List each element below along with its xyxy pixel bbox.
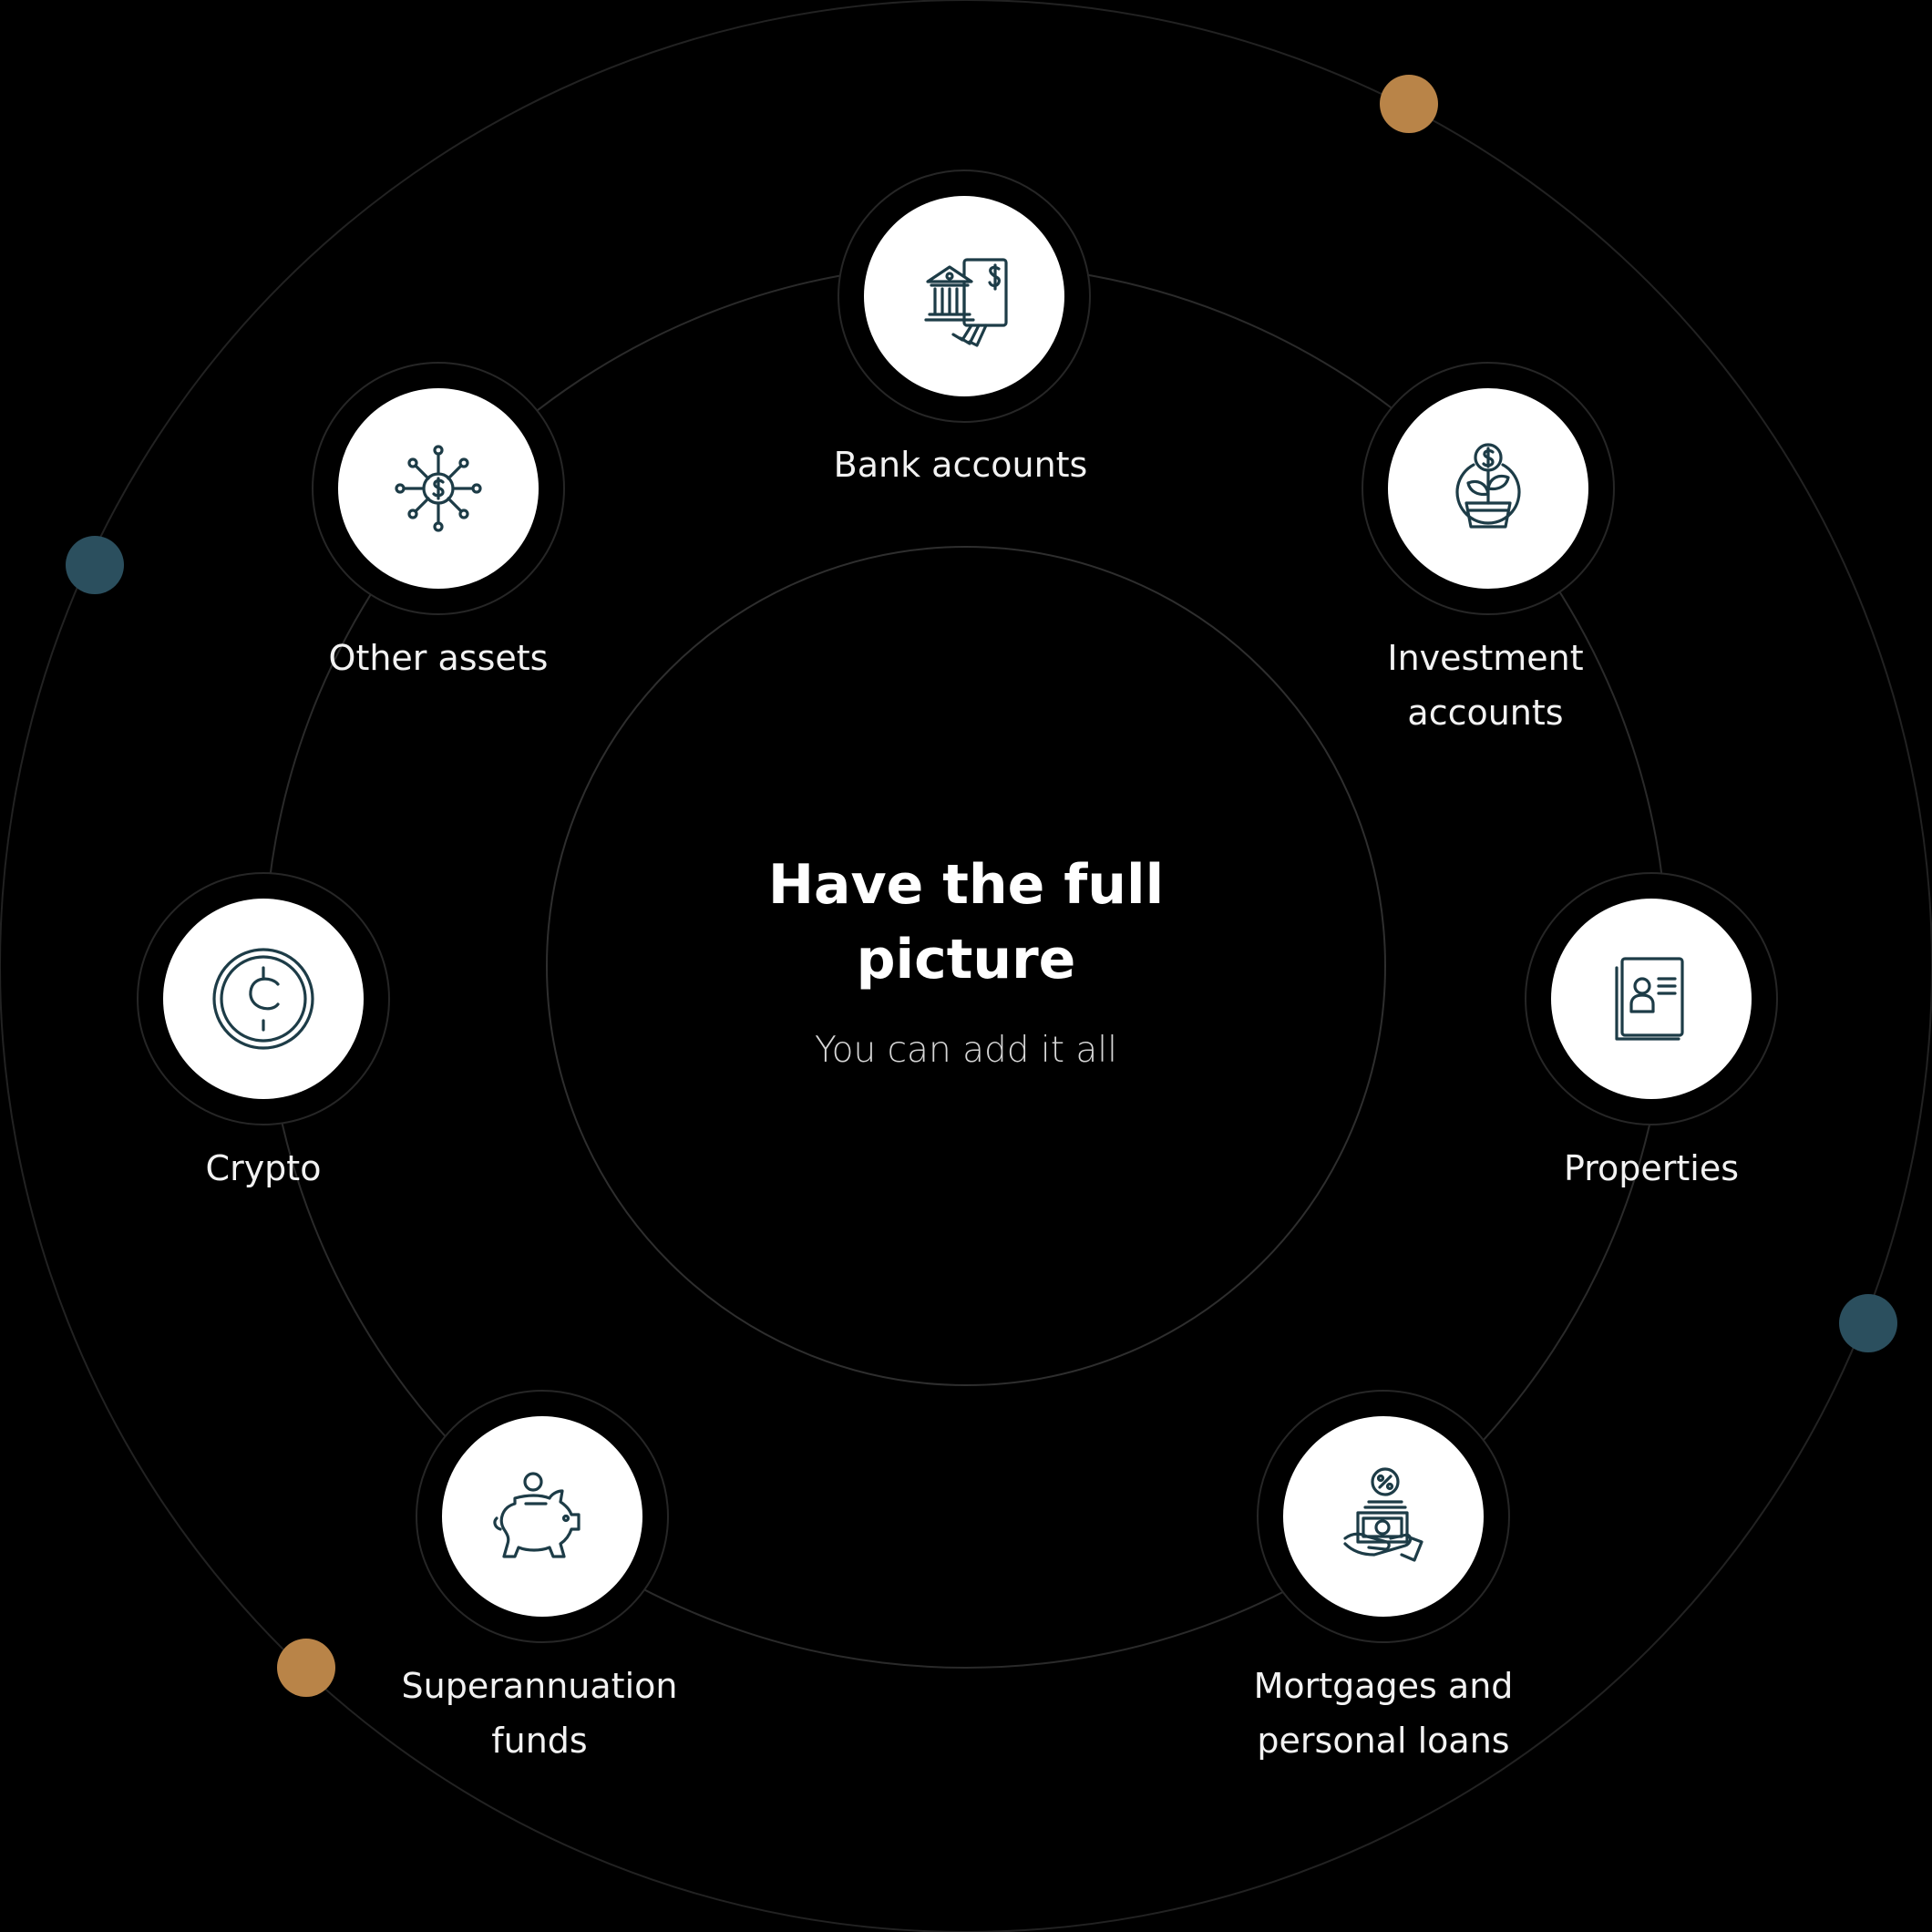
accent-dot-teal-left — [66, 536, 124, 594]
piggy-bank-icon — [488, 1462, 597, 1571]
accent-dot-orange-bottom — [277, 1639, 335, 1697]
inner-orbit-ring — [546, 546, 1386, 1386]
asset-network-icon — [384, 434, 493, 543]
node-label-crypto: Crypto — [205, 1148, 322, 1188]
crypto-coin-icon — [209, 944, 318, 1053]
bank-icon — [909, 242, 1019, 351]
property-document-icon — [1597, 944, 1706, 1053]
page-subtitle: You can add it all — [815, 1030, 1117, 1071]
node-crypto[interactable] — [137, 872, 390, 1125]
node-mortgages-loans[interactable] — [1257, 1390, 1510, 1643]
node-circle — [163, 899, 364, 1099]
node-label-other-assets: Other assets — [328, 638, 549, 678]
node-label-investment-accounts: Investment accounts — [1387, 638, 1584, 733]
accent-dot-teal-right — [1839, 1294, 1897, 1352]
node-label-bank-accounts: Bank accounts — [833, 445, 1088, 485]
accent-dot-orange-top — [1380, 75, 1438, 133]
node-label-superannuation-funds: Superannuation funds — [401, 1666, 678, 1761]
page-title: Have the full picture — [767, 853, 1165, 992]
node-label-properties: Properties — [1563, 1148, 1740, 1188]
node-superannuation-funds[interactable] — [416, 1390, 669, 1643]
node-circle — [442, 1416, 642, 1617]
plant-coin-icon — [1434, 434, 1543, 543]
center-heading-block: Have the full picture You can add it all — [693, 848, 1239, 1074]
node-circle — [1283, 1416, 1484, 1617]
node-label-mortgages-loans: Mortgages and personal loans — [1253, 1666, 1514, 1761]
loan-hand-icon — [1329, 1462, 1438, 1571]
